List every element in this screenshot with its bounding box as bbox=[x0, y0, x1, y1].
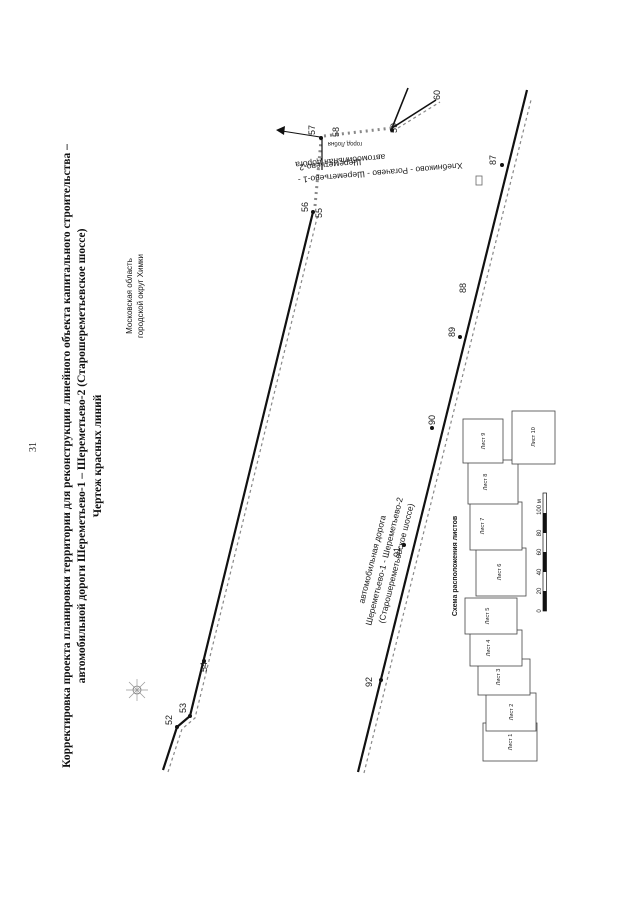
lower-point-88: 88 bbox=[458, 283, 468, 293]
upper-point-60: 60 bbox=[432, 90, 442, 100]
lower-point-90: 90 bbox=[427, 415, 437, 430]
point-label: 89 bbox=[447, 327, 457, 337]
point-label: 58 bbox=[331, 127, 341, 137]
upper-point-59: 59 bbox=[389, 123, 399, 133]
title-line-1: Корректировка проекта планировки террито… bbox=[61, 144, 73, 768]
title-line-2: автомобильной дороги Шереметьево-1 – Шер… bbox=[76, 228, 88, 683]
scale-tick-0: 0 bbox=[537, 609, 543, 613]
point-label: 88 bbox=[458, 283, 468, 293]
scale-tick-80: 80 bbox=[537, 529, 543, 536]
lower-red-line bbox=[356, 89, 532, 774]
scale-tick-40: 40 bbox=[537, 568, 543, 575]
sheet-label: Лист 7 bbox=[480, 518, 486, 535]
compass-rose-icon bbox=[126, 679, 148, 701]
upper-point-54: 54 bbox=[199, 659, 209, 672]
point-label: 59 bbox=[389, 123, 399, 133]
lower-point-89: 89 bbox=[447, 327, 462, 339]
sheet-layout-scheme: Схема расположения листов Лист 1 Лист 2 … bbox=[452, 410, 556, 762]
scale-tick-60: 60 bbox=[537, 548, 543, 555]
sheet-label: Лист 8 bbox=[483, 474, 489, 491]
sheet-label: Лист 2 bbox=[509, 704, 515, 721]
upper-point-53: 53 bbox=[178, 703, 192, 718]
title-line-3: Чертеж красных линий bbox=[92, 394, 104, 517]
scale-tick-100: 100 м bbox=[537, 499, 543, 515]
point-label: 92 bbox=[364, 677, 374, 687]
point-label: 53 bbox=[178, 703, 188, 713]
point-label: 60 bbox=[432, 90, 442, 100]
sheet-label: Лист 10 bbox=[531, 427, 537, 447]
sheet-label: Лист 9 bbox=[481, 433, 487, 450]
upper-point-58: 58 bbox=[331, 127, 341, 137]
upper-connector-dashed bbox=[313, 126, 393, 207]
point-label: 55 bbox=[314, 208, 324, 218]
upper-point-55: 55 bbox=[314, 208, 324, 218]
point-label: 52 bbox=[164, 715, 174, 725]
lower-point-87: 87 bbox=[488, 155, 504, 167]
point-label: 90 bbox=[427, 415, 437, 425]
lower-point-91: 91 bbox=[392, 543, 406, 557]
sheet-2: Лист 2 bbox=[485, 692, 537, 732]
upper-red-line bbox=[161, 211, 319, 773]
sheet-9: Лист 9 bbox=[462, 418, 504, 464]
marker-near-87 bbox=[475, 175, 483, 186]
arrow-label: город Лобня bbox=[328, 140, 362, 146]
lower-point-92: 92 bbox=[364, 677, 383, 687]
upper-point-52: 52 bbox=[164, 715, 179, 729]
sheet-6: Лист 6 bbox=[475, 547, 527, 597]
scale-bar: 0 20 40 60 80 100 м bbox=[537, 492, 547, 613]
point-label: 87 bbox=[488, 155, 498, 165]
sheet-label: Лист 1 bbox=[508, 734, 514, 751]
point-label: 57 bbox=[307, 125, 317, 135]
sheet-5: Лист 5 bbox=[464, 597, 518, 635]
region-label-line-2: городской округ Химки bbox=[136, 254, 145, 338]
sheet-10: Лист 10 bbox=[511, 410, 556, 465]
point-label: 56 bbox=[300, 202, 310, 212]
page-number: 31 bbox=[28, 442, 39, 452]
sheet-8: Лист 8 bbox=[467, 459, 519, 505]
direction-arrow-icon bbox=[276, 126, 321, 138]
point-label: 91 bbox=[392, 547, 402, 557]
sheet-label: Лист 5 bbox=[485, 608, 491, 625]
scale-tick-20: 20 bbox=[537, 587, 543, 594]
sheet-label: Лист 6 bbox=[497, 564, 503, 581]
region-label-line-1: Московская область bbox=[125, 258, 134, 334]
secondary-road-lines bbox=[321, 87, 441, 170]
sheet-4: Лист 4 bbox=[469, 629, 523, 667]
sheet-7: Лист 7 bbox=[469, 501, 523, 551]
point-label: 54 bbox=[199, 662, 209, 672]
scheme-title: Схема расположения листов bbox=[452, 515, 459, 616]
sheet-label: Лист 4 bbox=[486, 640, 492, 657]
upper-point-57: 57 bbox=[307, 125, 323, 140]
upper-point-56: 56 bbox=[300, 202, 315, 214]
sheet-label: Лист 3 bbox=[496, 669, 502, 686]
